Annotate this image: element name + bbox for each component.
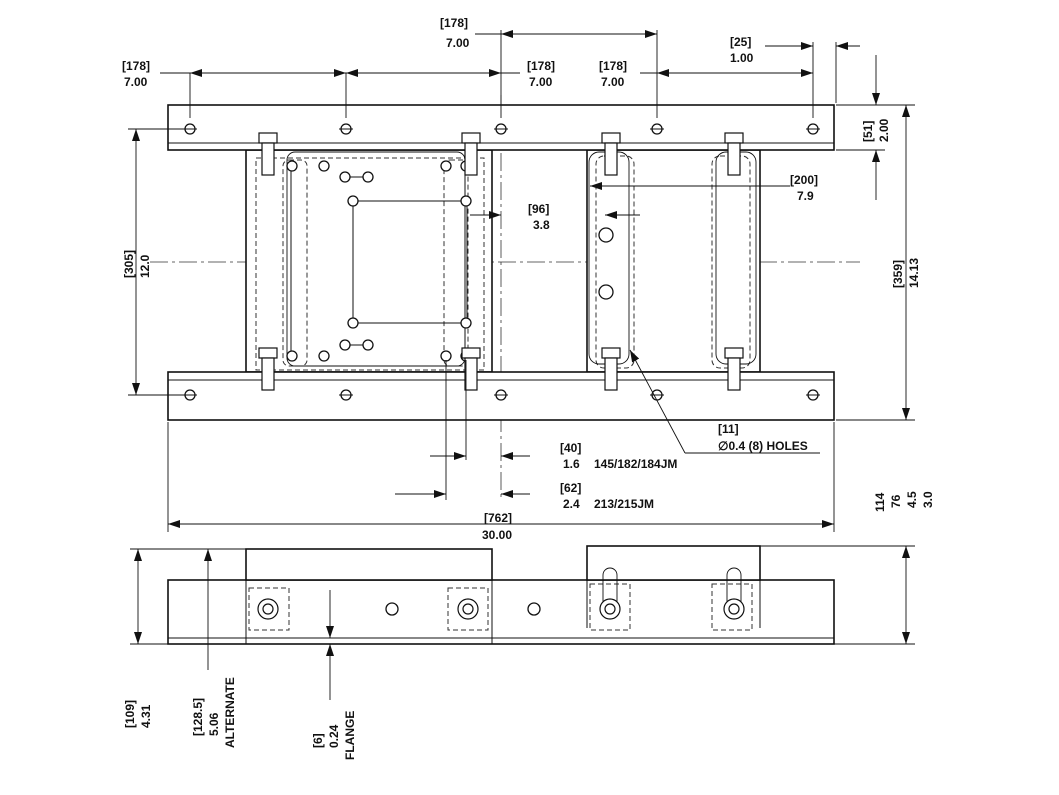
dim-114-in: 4.5 xyxy=(905,491,919,508)
holes-callout: [11] ∅0.4 (8) HOLES xyxy=(629,349,820,454)
right-slotted-plate xyxy=(586,149,761,373)
dim-40-frames: 145/182/184JM xyxy=(594,457,677,471)
dim-25-mm: [25] xyxy=(730,35,751,49)
offset-dimensions: [40] 1.6 145/182/184JM [62] 2.4 213/215J… xyxy=(395,360,677,511)
left-dimension-305: [305] 12.0 xyxy=(122,128,190,396)
dim-359-mm: [359] xyxy=(891,260,905,288)
dim-6-in: 0.24 xyxy=(327,724,341,748)
dim-762-mm: [762] xyxy=(484,511,512,525)
dim-178-b-in: 7.00 xyxy=(446,36,470,50)
dim-6-mm: [6] xyxy=(311,733,325,748)
overall-length-dimension: [762] 30.00 xyxy=(167,422,835,542)
dim-178-c-in: 7.00 xyxy=(529,75,553,89)
dim-96-mm: [96] xyxy=(528,202,549,216)
dim-305-mm: [305] xyxy=(122,250,136,278)
bolt-heads xyxy=(258,132,744,391)
side-rail xyxy=(167,579,835,645)
dim-178-c-mm: [178] xyxy=(527,59,555,73)
dim-114-mm: 114 xyxy=(873,492,887,512)
dim-178-b-mm: [178] xyxy=(440,16,468,30)
dim-128-in: 5.06 xyxy=(207,712,221,736)
dim-51-mm: [51] xyxy=(861,121,875,142)
dim-178-a-mm: [178] xyxy=(122,59,150,73)
dim-178-d-mm: [178] xyxy=(599,59,627,73)
side-dimensions: [109] 4.31 [128.5] 5.06 ALTERNATE [6] 0.… xyxy=(123,491,935,760)
dim-76-in: 3.0 xyxy=(921,491,935,508)
top-dimensions: [178] 7.00 [178] 7.00 [178] 7.00 [178] 7… xyxy=(122,16,860,118)
dim-762-in: 30.00 xyxy=(482,528,512,542)
dim-25-in: 1.00 xyxy=(730,51,754,65)
top-view xyxy=(150,95,860,500)
rail-holes xyxy=(183,123,820,401)
dim-holes-note: ∅0.4 (8) HOLES xyxy=(718,439,808,453)
dim-359-in: 14.13 xyxy=(907,258,921,288)
dim-128-note: ALTERNATE xyxy=(223,677,237,748)
slot-upper xyxy=(598,227,614,243)
dim-62-in: 2.4 xyxy=(563,497,580,511)
side-view xyxy=(167,545,835,645)
dim-6-note: FLANGE xyxy=(343,711,357,760)
dim-76-mm: 76 xyxy=(889,494,903,508)
slot-lower xyxy=(598,284,614,300)
dim-178-d-in: 7.00 xyxy=(601,75,625,89)
right-dimensions: [51] 2.00 [359] 14.13 [200] 7.9 [96] 3.8 xyxy=(470,55,921,421)
dim-200-mm: [200] xyxy=(790,173,818,187)
side-left-plate xyxy=(245,548,493,581)
dim-109-in: 4.31 xyxy=(139,704,153,728)
dim-305-in: 12.0 xyxy=(138,254,152,278)
dim-40-in: 1.6 xyxy=(563,457,580,471)
dim-62-frames: 213/215JM xyxy=(594,497,654,511)
dim-40-mm: [40] xyxy=(560,441,581,455)
dim-96-in: 3.8 xyxy=(533,218,550,232)
side-right-plate xyxy=(586,545,761,581)
dim-200-in: 7.9 xyxy=(797,189,814,203)
dim-178-a-in: 7.00 xyxy=(124,75,148,89)
dim-51-in: 2.00 xyxy=(877,118,891,142)
left-adapter-plate xyxy=(245,149,493,373)
dim-128-mm: [128.5] xyxy=(191,698,205,736)
dim-62-mm: [62] xyxy=(560,481,581,495)
dim-109-mm: [109] xyxy=(123,700,137,728)
dim-11-mm: [11] xyxy=(718,422,739,436)
